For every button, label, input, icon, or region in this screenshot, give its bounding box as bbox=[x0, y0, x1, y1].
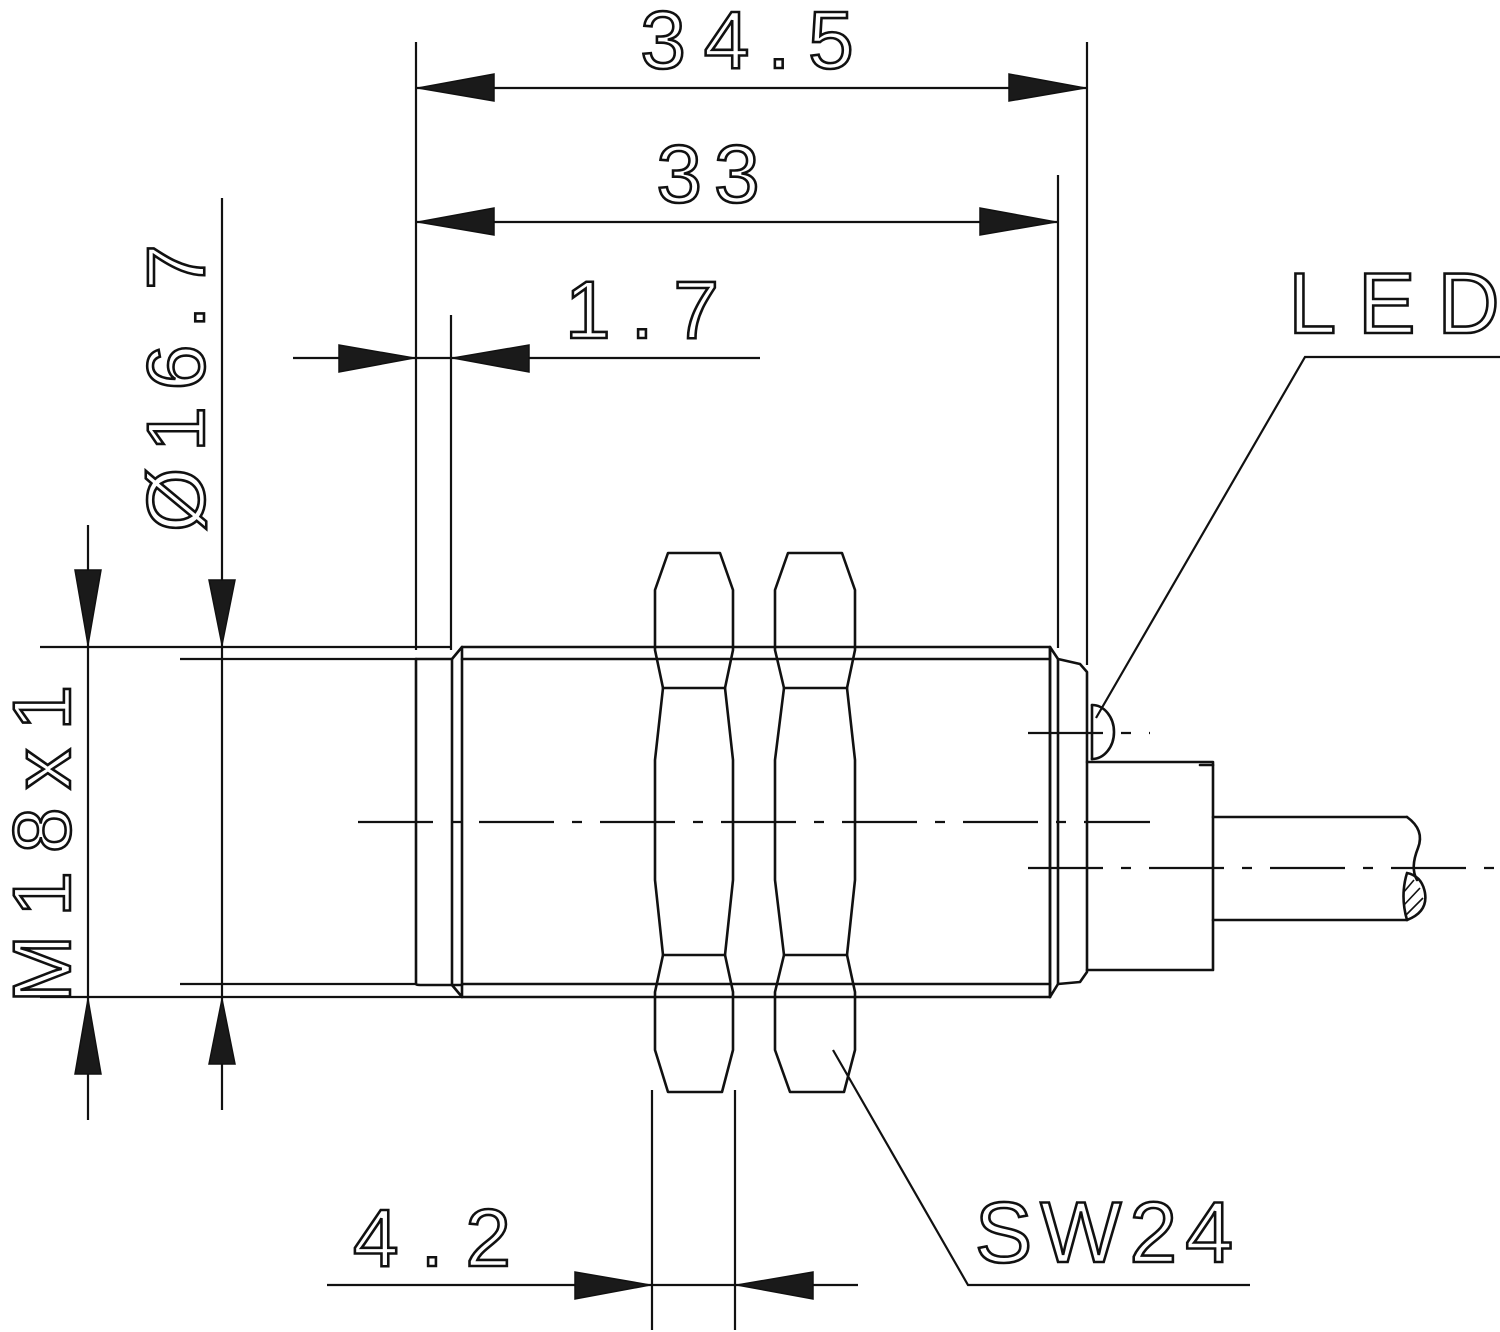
wrench-size-label: SW24 bbox=[975, 1185, 1241, 1281]
dimension-label-body: 33 bbox=[656, 129, 771, 220]
hex-nut-front bbox=[653, 551, 735, 1094]
arrow-right-icon bbox=[338, 344, 415, 373]
arrow-left-icon bbox=[417, 73, 495, 102]
arrow-up-icon bbox=[208, 998, 236, 1065]
dimension-label-thread: M18x1 bbox=[0, 667, 88, 1003]
arrow-left-icon bbox=[736, 1271, 814, 1300]
cable bbox=[1211, 815, 1427, 922]
dimension-label-nut: 4.2 bbox=[353, 1193, 533, 1284]
dimension-thread: M18x1 bbox=[0, 569, 102, 1075]
center-lines bbox=[358, 731, 1500, 870]
wrench-size-callout: SW24 bbox=[832, 1049, 1250, 1287]
dimension-overall-length: 34.5 bbox=[416, 0, 1087, 102]
led-label: LED bbox=[1288, 256, 1500, 352]
dimension-label-diameter: Ø16.7 bbox=[131, 228, 222, 531]
arrow-down-icon bbox=[208, 579, 236, 646]
hex-nut-rear bbox=[773, 551, 857, 1094]
arrow-right-icon bbox=[979, 207, 1057, 236]
arrow-left-icon bbox=[452, 344, 530, 373]
dimension-body-length: 33 bbox=[416, 128, 1058, 236]
dimension-nut-thickness: 4.2 bbox=[327, 1192, 858, 1300]
dimension-label-overall: 34.5 bbox=[640, 0, 872, 86]
arrow-left-icon bbox=[417, 207, 495, 236]
cable-gland bbox=[1085, 760, 1215, 972]
arrow-up-icon bbox=[74, 998, 102, 1075]
dimension-diameter: Ø16.7 bbox=[130, 227, 236, 1065]
dimension-front-offset: 1.7 bbox=[293, 264, 760, 373]
led-callout: LED bbox=[1095, 255, 1500, 719]
arrow-down-icon bbox=[74, 569, 102, 646]
dimension-label-offset: 1.7 bbox=[565, 265, 739, 356]
arrow-right-icon bbox=[1008, 73, 1086, 102]
arrow-right-icon bbox=[574, 1271, 651, 1300]
